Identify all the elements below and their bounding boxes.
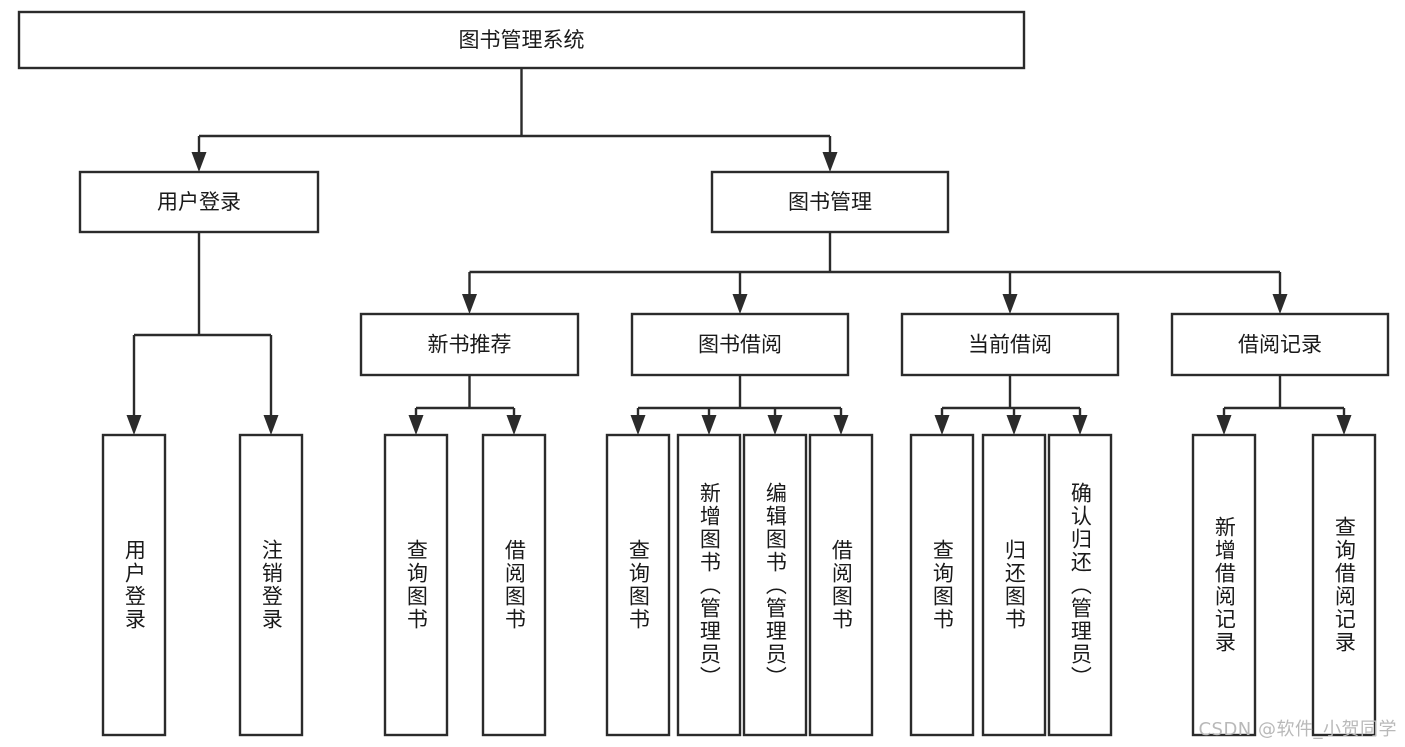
conn-current-borrow-to-leaf-confirm-return-arrowhead <box>1072 415 1088 435</box>
box-layer <box>17 10 1390 737</box>
conn-book-borrow-to-leaf-query-book-2-arrowhead <box>630 415 646 435</box>
node-box-leaf-logout[interactable] <box>238 433 304 737</box>
node-label-book-manage: 图书管理 <box>788 190 872 214</box>
conn-user-login-to-leaf-logout-arrowhead <box>263 415 279 435</box>
conn-bm-to-book-borrow-arrowhead <box>732 294 748 314</box>
node-label-new-book-recommend: 新书推荐 <box>428 333 512 357</box>
conn-root-to-book-manage-arrowhead <box>822 152 838 172</box>
conn-new-book-recommend-to-leaf-borrow-book-1-arrowhead <box>506 415 522 435</box>
node-box-leaf-borrow-book-1[interactable] <box>481 433 547 737</box>
conn-book-borrow-to-leaf-add-book-arrowhead <box>701 415 717 435</box>
node-box-leaf-add-record[interactable] <box>1191 433 1257 737</box>
node-box-leaf-query-book-3[interactable] <box>909 433 975 737</box>
node-box-leaf-query-record[interactable] <box>1311 433 1377 737</box>
node-box-borrow-record[interactable] <box>1170 312 1390 377</box>
node-box-leaf-add-book[interactable] <box>676 433 742 737</box>
node-box-leaf-edit-book[interactable] <box>742 433 808 737</box>
node-label-user-login: 用户登录 <box>157 190 241 214</box>
conn-current-borrow-to-leaf-query-book-3-arrowhead <box>934 415 950 435</box>
conn-root-to-user-login-arrowhead <box>191 152 207 172</box>
conn-current-borrow-to-leaf-return-book-arrowhead <box>1006 415 1022 435</box>
conn-borrow-record-to-leaf-add-record-arrowhead <box>1216 415 1232 435</box>
conn-book-borrow-to-leaf-edit-book-arrowhead <box>767 415 783 435</box>
node-box-leaf-confirm-return[interactable] <box>1047 433 1113 737</box>
node-box-current-borrow[interactable] <box>900 312 1120 377</box>
node-label-root: 图书管理系统 <box>459 28 585 52</box>
node-label-book-borrow: 图书借阅 <box>698 333 782 357</box>
node-label-current-borrow: 当前借阅 <box>968 333 1052 357</box>
node-box-leaf-borrow-book-2[interactable] <box>808 433 874 737</box>
node-box-book-manage[interactable] <box>710 170 950 234</box>
conn-book-borrow-to-leaf-borrow-book-2-arrowhead <box>833 415 849 435</box>
conn-bm-to-borrow-record-arrowhead <box>1272 294 1288 314</box>
conn-new-book-recommend-to-leaf-query-book-1-arrowhead <box>408 415 424 435</box>
node-box-leaf-return-book[interactable] <box>981 433 1047 737</box>
node-box-leaf-user-login[interactable] <box>101 433 167 737</box>
conn-bm-to-new-book-recommend-arrowhead <box>462 294 477 314</box>
node-box-root[interactable] <box>17 10 1026 70</box>
conn-user-login-to-leaf-user-login-arrowhead <box>126 415 142 435</box>
node-box-new-book-recommend[interactable] <box>359 312 580 377</box>
conn-borrow-record-to-leaf-query-record-arrowhead <box>1336 415 1352 435</box>
watermark-text: CSDN @软件_小贺同学 <box>1198 719 1397 740</box>
node-box-user-login[interactable] <box>78 170 320 234</box>
node-box-book-borrow[interactable] <box>630 312 850 377</box>
conn-bm-to-current-borrow-arrowhead <box>1002 294 1018 314</box>
connector-layer <box>126 68 1352 435</box>
node-label-borrow-record: 借阅记录 <box>1238 333 1322 357</box>
node-box-leaf-query-book-1[interactable] <box>383 433 449 737</box>
node-box-leaf-query-book-2[interactable] <box>605 433 671 737</box>
